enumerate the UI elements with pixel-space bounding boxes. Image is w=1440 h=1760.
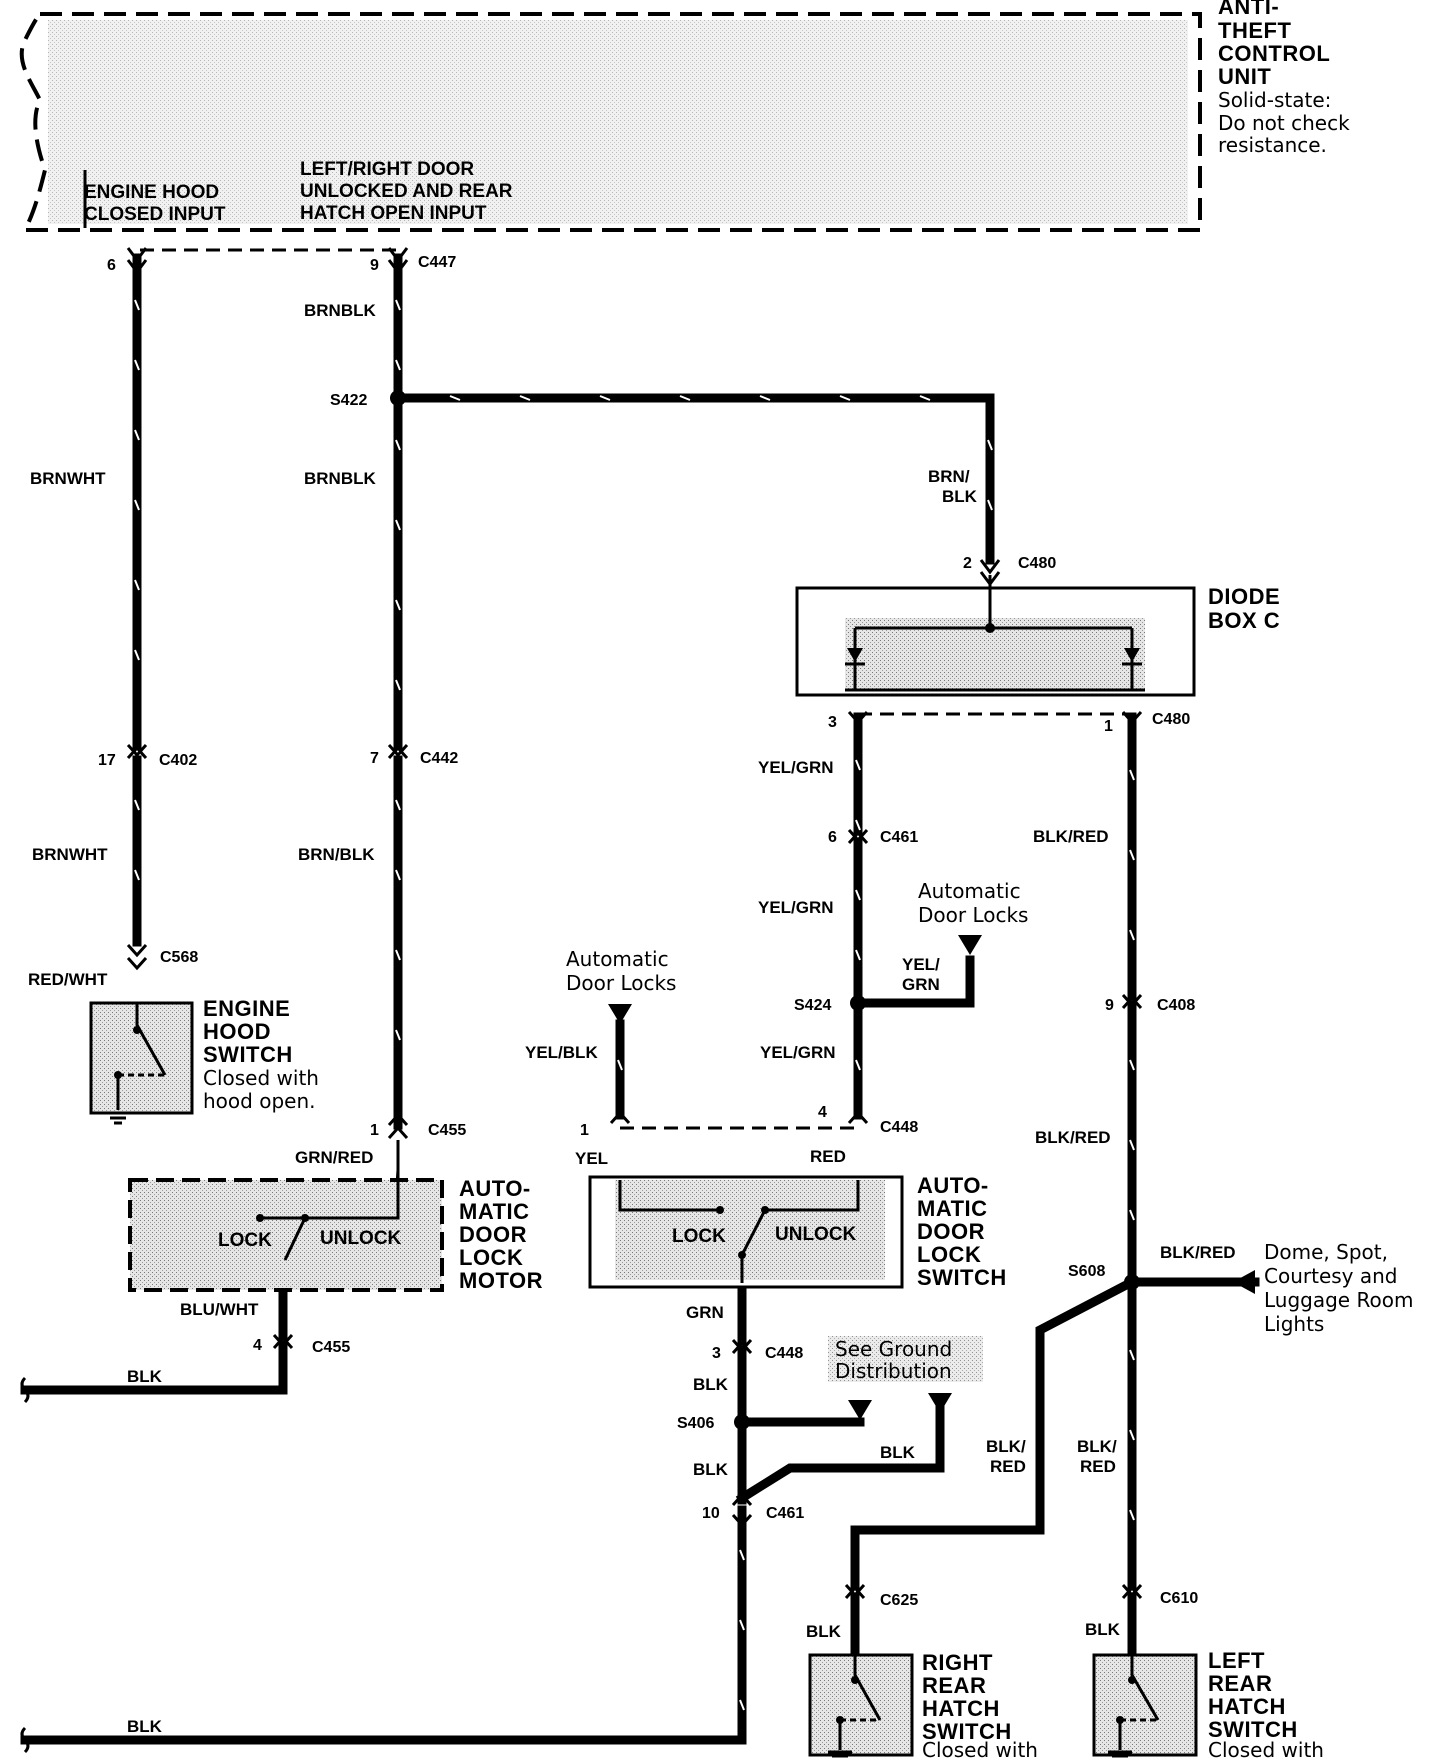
splice-s422: S422 bbox=[330, 392, 367, 409]
connector-c447: C447 bbox=[418, 254, 456, 271]
door-input-label: LEFT/RIGHT DOOR UNLOCKED AND REAR HATCH … bbox=[300, 159, 518, 224]
left-switch-note: Closed with bbox=[1208, 1738, 1324, 1760]
anti-theft-control-unit bbox=[19, 12, 1202, 232]
door-lock-switch bbox=[588, 1175, 904, 1289]
hood-switch-note: Closed with hood open. bbox=[203, 1066, 325, 1113]
switch-unlock-label: UNLOCK bbox=[775, 1224, 857, 1245]
engine-hood-switch bbox=[89, 1001, 194, 1125]
motor-unlock-label: UNLOCK bbox=[320, 1228, 402, 1249]
hood-switch-label: ENGINE HOOD SWITCH bbox=[203, 996, 297, 1067]
right-switch-label: RIGHT REAR HATCH SWITCH bbox=[922, 1650, 1012, 1744]
connector-c568: C568 bbox=[160, 949, 198, 966]
wire-label-blkred-1: BLK/RED bbox=[1033, 827, 1109, 846]
left-rear-hatch-switch bbox=[1092, 1653, 1198, 1758]
pin-3-c448: 3 bbox=[712, 1345, 721, 1362]
auto-door-locks-ref-a: Automatic Door Locks bbox=[918, 879, 1028, 927]
wire-label-blkred-3: BLK/RED bbox=[1160, 1243, 1236, 1262]
motor-label: AUTO- MATIC DOOR LOCK MOTOR bbox=[459, 1176, 543, 1293]
wire-label-yelgrn-2: YEL/GRN bbox=[758, 898, 834, 917]
switch-lock-label: LOCK bbox=[672, 1226, 726, 1247]
connector-c448-b: C448 bbox=[765, 1345, 803, 1362]
wire-label-bluwht: BLU/WHT bbox=[180, 1300, 259, 1319]
wire-label-blk-c610: BLK bbox=[1085, 1620, 1121, 1639]
connector-c408: C408 bbox=[1157, 997, 1195, 1014]
wire-label-blkred-split-1: BLK/ RED bbox=[986, 1437, 1030, 1476]
wire-label-red: RED bbox=[810, 1147, 846, 1166]
pin-1-motor: 1 bbox=[370, 1122, 379, 1139]
ground-end-symbols bbox=[20, 1376, 30, 1754]
connector-c455-a: C455 bbox=[428, 1122, 466, 1139]
dome-lights-ref: Dome, Spot, Courtesy and Luggage Room Li… bbox=[1264, 1240, 1420, 1336]
wire-label-brnwht-1: BRNWHT bbox=[30, 469, 106, 488]
pin-10-c461: 10 bbox=[702, 1505, 720, 1522]
control-unit-note: Solid-state: Do not check resistance. bbox=[1218, 88, 1356, 157]
connector-c480-a: C480 bbox=[1018, 555, 1056, 572]
right-rear-hatch-switch bbox=[808, 1653, 914, 1758]
lock-switch-label: AUTO- MATIC DOOR LOCK SWITCH bbox=[917, 1173, 1007, 1290]
ground-distribution-ref: See Ground Distribution bbox=[835, 1337, 959, 1383]
connector-c455-b: C455 bbox=[312, 1339, 350, 1356]
splice-s424: S424 bbox=[794, 997, 831, 1014]
wire-label-blk-c625: BLK bbox=[806, 1622, 842, 1641]
wire-label-grnred: GRN/RED bbox=[295, 1148, 373, 1167]
wire-label-blk-c448: BLK bbox=[693, 1375, 729, 1394]
diode-box-label: DIODE BOX C bbox=[1208, 584, 1287, 633]
wire-label-brn-blk: BRN/BLK bbox=[298, 845, 375, 864]
pin-1-c448: 1 bbox=[580, 1122, 589, 1139]
wire-label-yelblk: YEL/BLK bbox=[525, 1043, 598, 1062]
pin-1-diode: 1 bbox=[1104, 718, 1113, 735]
control-unit-title: ANTI- THEFT CONTROL UNIT bbox=[1218, 0, 1337, 89]
wire-label-yelgrn-3: YEL/GRN bbox=[760, 1043, 836, 1062]
pin-4-motor: 4 bbox=[253, 1337, 262, 1354]
door-lock-motor bbox=[128, 1145, 444, 1292]
wire-label-blkred-2: BLK/RED bbox=[1035, 1128, 1111, 1147]
wire-label-grn: GRN bbox=[686, 1303, 724, 1322]
pin-3-diode: 3 bbox=[828, 714, 837, 731]
connector-c448-a: C448 bbox=[880, 1119, 918, 1136]
left-switch-label: LEFT REAR HATCH SWITCH bbox=[1208, 1648, 1298, 1742]
right-switch-note: Closed with bbox=[922, 1738, 1038, 1760]
wire-label-brnwht-2: BRNWHT bbox=[32, 845, 108, 864]
pin-2-diode: 2 bbox=[963, 555, 972, 572]
wire-label-yel: YEL bbox=[575, 1149, 608, 1168]
wires bbox=[20, 253, 1260, 1745]
splice-s406: S406 bbox=[677, 1415, 714, 1432]
pin-7: 7 bbox=[370, 750, 379, 767]
pin-17: 17 bbox=[98, 752, 116, 769]
hood-input-label: ENGINE HOOD CLOSED INPUT bbox=[84, 182, 226, 225]
wire-label-blk-left-1: BLK bbox=[127, 1367, 163, 1386]
wire-label-blk-left-2: BLK bbox=[127, 1717, 163, 1736]
splices bbox=[390, 390, 1140, 1430]
splice-s608: S608 bbox=[1068, 1263, 1105, 1280]
wire-label-brnblk-2: BRNBLK bbox=[304, 469, 376, 488]
wire-label-yelgrn-1: YEL/GRN bbox=[758, 758, 834, 777]
motor-lock-label: LOCK bbox=[218, 1230, 272, 1251]
wire-label-blkred-split-2: BLK/ RED bbox=[1077, 1437, 1121, 1476]
pin-9: 9 bbox=[370, 257, 379, 274]
wire-label-brnblk-1: BRNBLK bbox=[304, 301, 376, 320]
diode-box-c bbox=[795, 575, 1196, 697]
wire-label-yelgrn-split: YEL/ GRN bbox=[902, 955, 945, 994]
wire-label-blk-gnd: BLK bbox=[880, 1443, 916, 1462]
wire-hatching bbox=[134, 299, 1135, 1711]
connector-c610: C610 bbox=[1160, 1590, 1198, 1607]
wire-label-blk-s406: BLK bbox=[693, 1460, 729, 1479]
auto-door-locks-ref-b: Automatic Door Locks bbox=[566, 947, 676, 995]
connector-c402: C402 bbox=[159, 752, 197, 769]
pin-6: 6 bbox=[107, 257, 116, 274]
wire-label-redwht: RED/WHT bbox=[28, 970, 108, 989]
connector-c442: C442 bbox=[420, 750, 458, 767]
connector-c461-b: C461 bbox=[766, 1505, 804, 1522]
pin-6-c461: 6 bbox=[828, 829, 837, 846]
connector-c461-a: C461 bbox=[880, 829, 918, 846]
pin-4-c448: 4 bbox=[818, 1104, 827, 1121]
connector-c480-b: C480 bbox=[1152, 711, 1190, 728]
reference-arrows bbox=[608, 935, 1255, 1420]
pin-9-c408: 9 bbox=[1105, 997, 1114, 1014]
wire-label-brn-blk-split: BRN/ BLK bbox=[928, 467, 978, 506]
connector-c625: C625 bbox=[880, 1592, 918, 1609]
ground-ref-shade bbox=[828, 1336, 983, 1382]
